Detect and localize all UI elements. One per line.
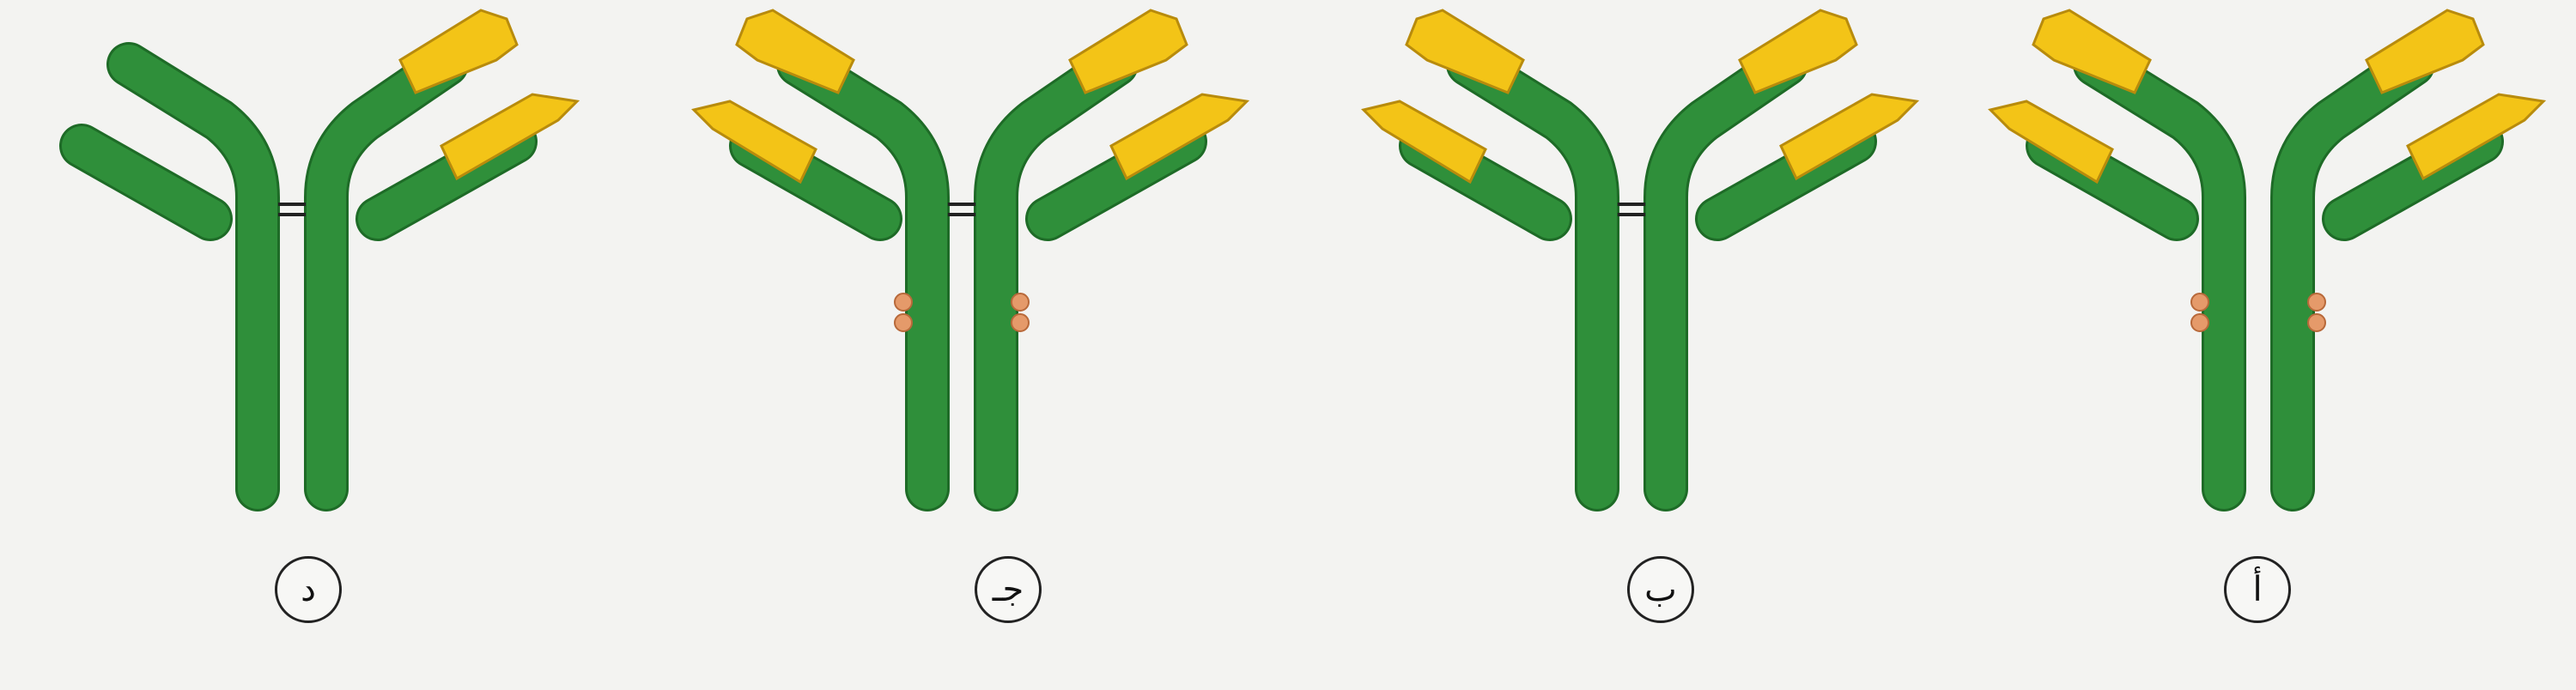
variable-region-right-heavy [398,9,519,94]
carbohydrate-left-2 [2190,313,2209,332]
antibody-panel-c: جـ [670,0,1314,690]
carbohydrate-left-1 [2190,293,2209,312]
antibody-c-drawing [691,9,1250,511]
label-circle-c: جـ [975,556,1042,623]
label-circle-a: أ [2224,556,2291,623]
antibody-panel-a: أ [1966,0,2576,690]
carbohydrate-left-2 [894,313,913,332]
label-circle-b: ب [1627,556,1694,623]
variable-region-right-light [440,93,580,181]
antibody-a-drawing [1988,9,2547,511]
variable-region-right-light [2406,93,2547,181]
antibody-d-drawing [59,9,580,511]
carbohydrate-right-2 [2307,313,2326,332]
antibody-panel-b: ب [1340,0,1984,690]
heavy-chain-left [2075,45,2244,509]
variable-region-right-heavy [1738,9,1858,94]
variable-region-right-light [1779,93,1920,181]
heavy-chain-left [779,45,947,509]
variable-region-left-heavy [1405,9,1525,94]
carbohydrate-right-2 [1011,313,1030,332]
carbohydrate-left-1 [894,293,913,312]
carbohydrate-right-1 [1011,293,1030,312]
variable-region-left-light [691,100,817,185]
heavy-chain-right [307,45,466,509]
heavy-chain-right [976,45,1136,509]
antibody-b-drawing [1361,9,1920,511]
variable-region-left-heavy [735,9,855,94]
antibody-panel-d: د [0,0,644,690]
variable-region-left-heavy [2032,9,2152,94]
label-circle-d: د [275,556,342,623]
variable-region-right-heavy [1068,9,1188,94]
heavy-chain-right [1646,45,1806,509]
heavy-chain-left [109,45,277,509]
heavy-chain-right [2273,45,2433,509]
variable-region-left-light [1361,100,1487,185]
variable-region-left-light [1988,100,2114,185]
carbohydrate-right-1 [2307,293,2326,312]
variable-region-right-heavy [2365,9,2485,94]
light-chain-left [62,126,230,239]
variable-region-right-light [1109,93,1250,181]
heavy-chain-left [1449,45,1617,509]
